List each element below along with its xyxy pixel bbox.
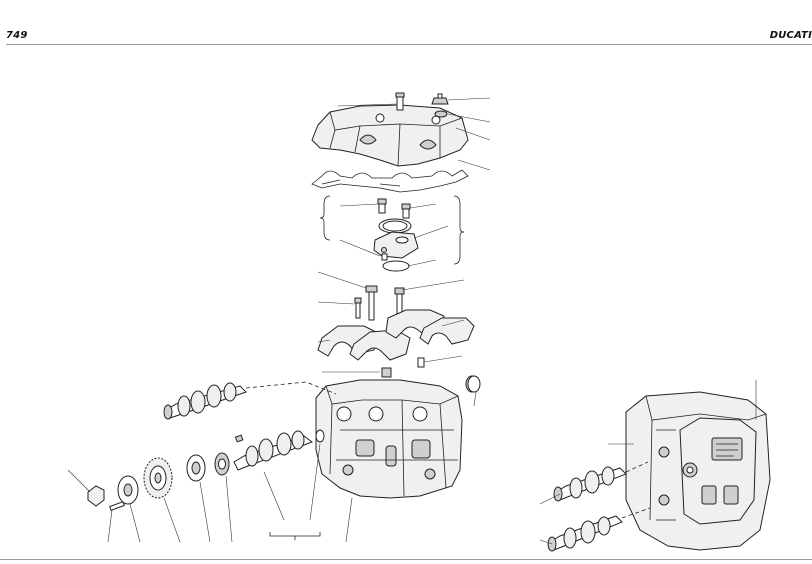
camshaft-lower	[233, 429, 325, 471]
footer-rule	[0, 559, 812, 560]
bracket-brace	[269, 532, 321, 540]
assembled-leader-lines	[539, 380, 757, 545]
page-model-number: 749	[6, 30, 28, 41]
stud-pin	[395, 92, 405, 111]
cap-nut	[431, 93, 449, 118]
camshaft-caps	[317, 309, 475, 378]
valve-cover	[311, 104, 469, 167]
brand-name: DUCATI	[769, 30, 812, 41]
valve-cover-gasket	[311, 169, 469, 193]
assembled-camshaft-upper	[553, 461, 649, 502]
camshaft-upper	[163, 381, 337, 420]
cup-seal	[465, 375, 481, 393]
breather-assembly	[319, 195, 465, 272]
leader-lines	[67, 97, 491, 543]
assembled-head-view	[625, 391, 771, 551]
header-rule	[6, 44, 812, 45]
cylinder-head	[315, 379, 463, 499]
assembled-camshaft-lower	[547, 507, 651, 552]
timing-pulley-assembly	[87, 452, 230, 511]
cam-cap-bolts	[354, 285, 405, 327]
